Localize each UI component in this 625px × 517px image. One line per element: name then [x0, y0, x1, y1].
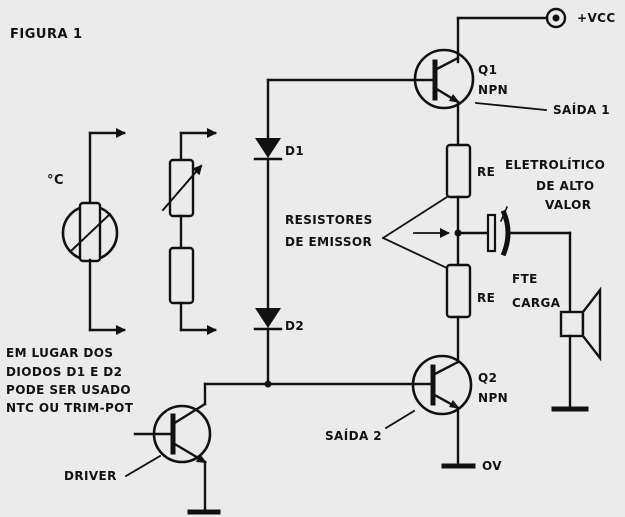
saida2-leader: [384, 409, 416, 430]
saida1-label: SAÍDA 1: [553, 103, 610, 117]
saida2-label: SAÍDA 2: [325, 429, 382, 443]
resistores-label-1: RESISTORES: [285, 213, 373, 227]
re-top-label: RE: [477, 165, 496, 179]
speaker-load: [551, 286, 602, 412]
q1-transistor: [266, 48, 475, 147]
figure-title: FIGURA 1: [10, 27, 83, 42]
note-line-4: NTC OU TRIM-POT: [6, 401, 134, 415]
capacitor-label-3: VALOR: [545, 198, 592, 212]
q2-name: Q2: [478, 371, 498, 385]
q1-name: Q1: [478, 63, 498, 77]
saida1-leader: [475, 102, 547, 111]
capacitor-label-2: DE ALTO: [536, 179, 595, 193]
trimpot-alt: [161, 128, 217, 335]
driver-label: DRIVER: [64, 469, 117, 483]
ntc-thermistor-alt: [61, 128, 126, 335]
resistores-label-2: DE EMISSOR: [285, 235, 373, 249]
d1-label: D1: [285, 144, 305, 158]
note-line-2: DIODOS D1 E D2: [6, 365, 123, 379]
fte-label: FTE: [512, 272, 538, 286]
vcc-label: +VCC: [577, 11, 616, 25]
degree-c-label: °C: [47, 173, 65, 188]
carga-label: CARGA: [512, 296, 561, 310]
capacitor-label-1: ELETROLÍTICO: [505, 158, 606, 172]
diode-string: [253, 78, 283, 388]
electrolytic-capacitor: [456, 205, 572, 314]
q2-type: NPN: [478, 391, 509, 405]
re-bottom-label: RE: [477, 291, 496, 305]
re-bottom-resistor: [445, 263, 472, 364]
vcc-terminal: [456, 7, 567, 64]
note-line-3: PODE SER USADO: [6, 383, 132, 397]
d2-label: D2: [285, 319, 305, 333]
ground-label: OV: [482, 459, 502, 473]
driver-leader: [124, 454, 162, 478]
driver-transistor: [133, 382, 221, 515]
re-top-resistor: [445, 143, 472, 267]
q2-transistor: [203, 354, 476, 469]
note-line-1: EM LUGAR DOS: [6, 346, 114, 360]
resistores-pointer: [381, 195, 450, 270]
q1-type: NPN: [478, 83, 509, 97]
